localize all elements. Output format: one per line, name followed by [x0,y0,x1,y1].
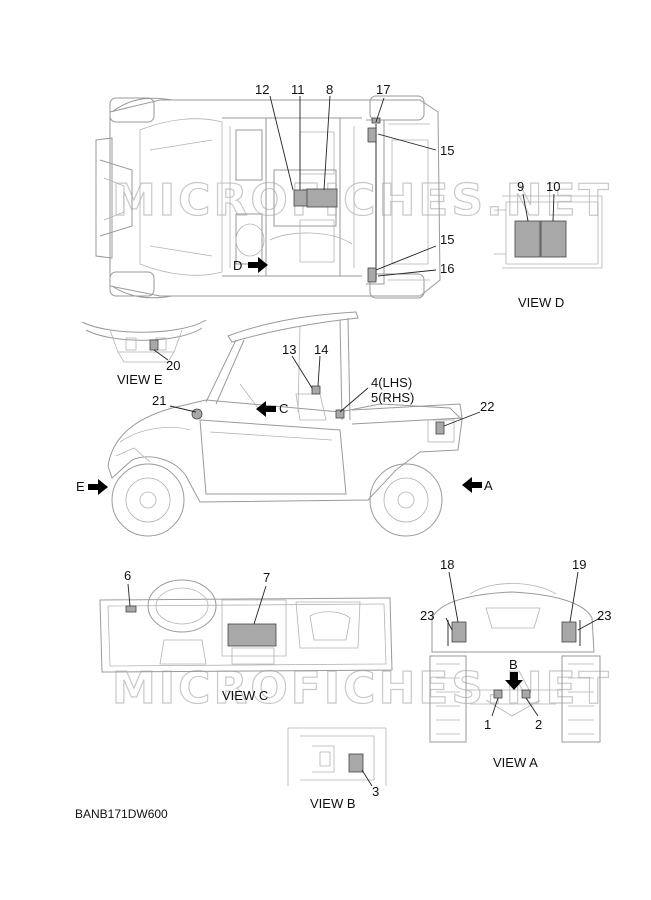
callout-16: 16 [440,261,454,276]
decal-17 [371,117,381,124]
decal-19 [561,621,577,643]
callout-1: 1 [484,717,491,732]
view-a-title: VIEW A [493,755,538,770]
decal-16 [367,267,377,283]
view-c-dashboard [99,579,393,673]
arrow-d-label: D [233,258,242,273]
watermark-top: MICROFICHES.NET [112,175,612,226]
arrow-c-icon [256,401,276,417]
decal-15-upper [367,127,377,143]
callout-15-upper: 15 [440,143,454,158]
callout-17: 17 [376,82,390,97]
decal-6 [125,605,137,613]
callout-11: 11 [291,82,305,97]
decal-9 [514,220,541,258]
callout-22: 22 [480,399,494,414]
callout-21: 21 [152,393,166,408]
callout-23-right: 23 [597,608,611,623]
arrow-d-icon [248,257,268,273]
callout-12: 12 [255,82,269,97]
decal-2 [521,689,531,699]
callout-6: 6 [124,568,131,583]
view-e-inset [81,319,207,363]
diagram-code: BANB171DW600 [75,807,168,821]
decal-10 [540,220,567,258]
decal-1 [493,689,503,699]
view-b-title: VIEW B [310,796,356,811]
view-e-title: VIEW E [117,372,163,387]
callout-14: 14 [314,342,328,357]
leaders-side-view [169,355,481,427]
decal-14 [311,385,321,395]
callout-13: 13 [282,342,296,357]
arrow-b-icon [505,672,523,690]
callout-5-rhs: 5(RHS) [371,390,414,405]
decal-21 [191,408,203,420]
arrow-e-label: E [76,479,85,494]
view-d-inset [494,193,603,269]
arrow-a-label: A [484,478,493,493]
decal-4-5 [335,409,345,419]
decal-7 [227,623,277,647]
decal-3 [348,753,364,773]
callout-18: 18 [440,557,454,572]
callout-8: 8 [326,82,333,97]
decal-20 [149,339,159,351]
arrow-c-label: C [279,401,288,416]
decal-18 [451,621,467,643]
decal-8 [306,188,338,208]
arrow-a-icon [462,477,482,493]
leaders-view-a [445,571,601,717]
view-b-underside [287,727,387,787]
callout-9: 9 [517,179,524,194]
arrow-e-icon [88,479,108,495]
callout-10: 10 [546,179,560,194]
leaders-view-c [127,583,267,625]
arrow-b-label: B [509,657,518,672]
callout-19: 19 [572,557,586,572]
callout-2: 2 [535,717,542,732]
leaders-top-view [269,95,437,277]
callout-3: 3 [372,784,379,799]
callout-4-lhs: 4(LHS) [371,375,412,390]
view-a-rear [429,583,601,743]
callout-20: 20 [166,358,180,373]
view-d-title: VIEW D [518,295,564,310]
callout-7: 7 [263,570,270,585]
decal-22 [435,421,445,435]
decal-11 [293,189,309,207]
callout-23-left: 23 [420,608,434,623]
callout-15-lower: 15 [440,232,454,247]
view-c-title: VIEW C [222,688,268,703]
